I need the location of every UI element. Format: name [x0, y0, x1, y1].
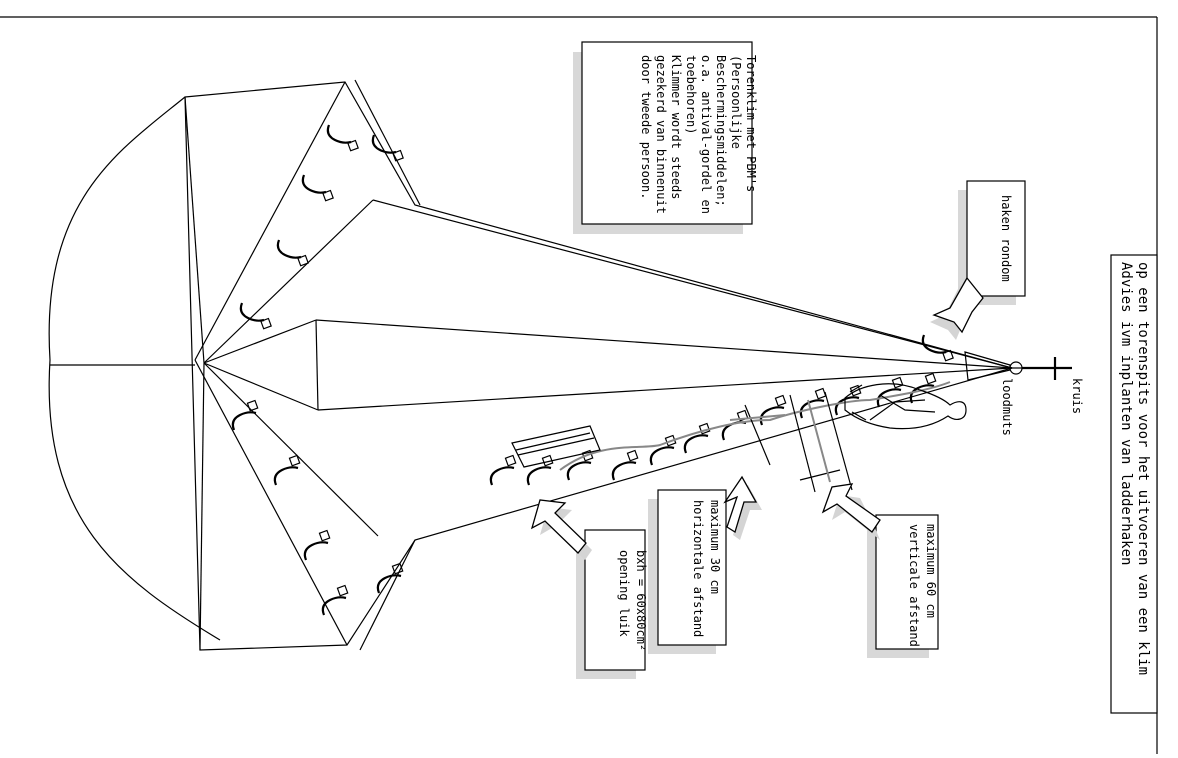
ladder-hook-icon [303, 529, 331, 561]
title-text: Advies ivm inplanten van ladderhaken op … [1118, 262, 1151, 675]
tower-body-outline [48, 96, 221, 641]
vertical-distance-marker [789, 391, 853, 493]
ladder-hook-icon [301, 174, 334, 202]
ladder-hook-icon [611, 449, 639, 481]
spire-face-edge-6 [203, 362, 319, 411]
opening-box [584, 529, 646, 671]
ladder-hooks [231, 124, 954, 616]
kruis-label: kruis [1070, 378, 1084, 414]
ladder-hook-icon [489, 454, 517, 486]
ladder-hook-icon [276, 239, 309, 267]
spire-face-edge-5 [315, 319, 319, 411]
pointer-arrow-icon [723, 475, 762, 540]
eave-ridge-top [194, 81, 346, 361]
horizontal-box [657, 489, 727, 646]
eave-corner-top [354, 79, 421, 206]
title-box [1110, 254, 1158, 714]
climber-figure-icon [844, 383, 967, 430]
ladder-hook-icon [321, 584, 349, 616]
pointer-arrow-icon [930, 276, 984, 340]
ladder-hook-icon [759, 394, 787, 426]
note-text: Torenklim met PBM's (Persoonlijke Besche… [639, 55, 758, 221]
spire-outline [184, 81, 1015, 651]
eave-left-edge-lower [199, 362, 205, 651]
cross-icon [1022, 357, 1072, 380]
ladder-hook-icon [799, 387, 827, 419]
vertical-label: verticale afstand maximum 60 cm [907, 524, 938, 654]
opening-label: opening luik bxh = 60x80cm² [617, 550, 648, 651]
ladder-hook-icon [371, 134, 404, 162]
ladder-hook-icon [526, 454, 554, 486]
spire-face-edge-8 [203, 362, 379, 537]
ladder-hook-icon [273, 454, 301, 486]
spire-face-edge-7 [317, 367, 1013, 411]
note-box [581, 41, 753, 225]
vertical-box [875, 514, 939, 650]
haken-label: haken rondom [999, 195, 1013, 282]
haken-box [966, 180, 1026, 297]
ladder-hook-icon [326, 124, 359, 152]
loodmuts-label: loodmuts [1000, 378, 1014, 436]
eave-ridge-bottom [194, 359, 348, 646]
ladder-hook-icon [376, 562, 404, 594]
horizontal-distance-marker [729, 404, 786, 466]
spire-face-edge-4 [315, 319, 1013, 369]
ladder-hook-icon [231, 399, 259, 431]
ladder-hook-icon [921, 334, 954, 362]
spire-face-edge-2 [372, 199, 1013, 369]
pointer-arrow-icon [821, 483, 881, 540]
pointer-arrow-icon [530, 499, 592, 560]
ladder-hook-icon [683, 422, 711, 454]
spire-face-edge-1 [203, 199, 374, 364]
hatch-icon [511, 425, 601, 468]
ladder-hook-icon [239, 302, 272, 330]
spire-face-edge-3 [203, 319, 317, 364]
eave-left-edge [184, 96, 205, 364]
horizontal-label: horizontale afstand maximum 30 cm [691, 500, 722, 645]
eave-corner-bottom [359, 539, 416, 651]
safety-rope [559, 381, 951, 471]
